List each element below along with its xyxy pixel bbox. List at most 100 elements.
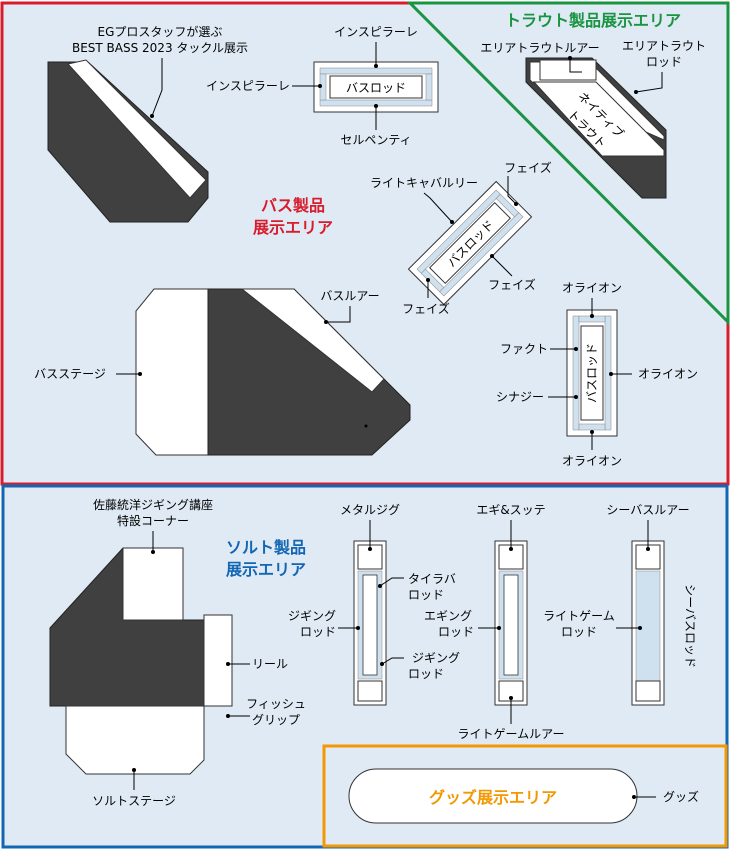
rack2-stripe-top — [416, 189, 501, 274]
rack3-stripe-bottom — [578, 423, 606, 431]
rack3-stripe-left — [572, 315, 580, 431]
trout-zone-title: トラウト製品展示エリア — [505, 11, 681, 30]
salt-zone-title-2: 展示エリア — [226, 560, 306, 579]
bass-lure-leader — [326, 306, 351, 323]
serpentine-label: セルペンティ — [340, 133, 411, 147]
salt-zone-title-1: ソルト製品 — [226, 538, 306, 557]
orion-right-label: オライオン — [638, 367, 698, 381]
rack1-stripe-right — [425, 73, 433, 101]
orion-bottom-dot — [590, 430, 594, 434]
light-game-rod-dot — [638, 626, 642, 630]
rack2-stripe-right — [495, 193, 520, 218]
light-game-lure-label: ライトゲームルアー — [458, 727, 565, 741]
jigging-rod-b-label-1: ジギング — [412, 651, 460, 665]
jigging-rod-a-label-2: ロッド — [300, 625, 336, 639]
tai-rubber-leader — [379, 577, 404, 587]
phase-bottom-label: フェイズ — [402, 301, 450, 316]
fish-grip-dot — [226, 714, 230, 718]
jigging-rod-b-dot — [380, 662, 384, 666]
phase-right-leader — [491, 255, 513, 277]
eg-staff-shelf — [67, 59, 207, 199]
salt-rack-1 — [353, 540, 387, 706]
orion-bottom-label: オライオン — [562, 454, 622, 468]
inspirare-top-dot — [374, 64, 378, 68]
salt-rack-3-bottom-box — [635, 680, 661, 702]
rack1-stripe-top — [319, 67, 433, 75]
light-game-rod-label-1: ライトゲーム — [543, 609, 615, 623]
salt-stage-label: ソルトステージ — [92, 794, 176, 808]
metal-jig-label: メタルジグ — [340, 503, 400, 517]
phase-top-dot — [514, 202, 518, 206]
eg-staff-leader — [151, 58, 163, 117]
area-trout-lure-stand — [539, 59, 597, 81]
orion-top-dot — [590, 314, 594, 318]
inspirare-top-label: インスピラーレ — [334, 25, 418, 39]
jigging-rod-a-dot — [356, 626, 360, 630]
bass-stage-label: バスステージ — [34, 367, 106, 381]
phase-top-leader — [507, 176, 517, 205]
rack3-center — [580, 325, 604, 421]
phase-bottom-dot — [426, 278, 430, 282]
fish-grip-label-2: グリップ — [252, 713, 300, 727]
bass-lure-table-mark — [364, 424, 368, 428]
light-cavalry-leader — [423, 192, 453, 223]
eg-staff-label-2: BEST BASS 2023 タックル展示 — [72, 41, 248, 55]
orion-top-label: オライオン — [562, 281, 622, 295]
salt-rack-3 — [631, 540, 665, 706]
orion-right-dot — [609, 372, 613, 376]
phase-top-label: フェイズ — [504, 160, 552, 175]
eg-staff-table — [47, 61, 209, 223]
salt-stage — [65, 705, 205, 775]
area-trout-rod-leader — [635, 72, 663, 93]
light-game-rod-label-2: ロッド — [561, 625, 597, 639]
egi-sutte-label: エギ&スッテ — [476, 503, 545, 517]
inspirare-left-dot — [318, 84, 322, 88]
area-trout-lure-dot — [568, 56, 572, 60]
jigging-rod-b-leader — [381, 657, 404, 665]
jigging-rod-b-label-2: ロッド — [408, 667, 444, 681]
salt-rack-2 — [494, 540, 528, 706]
fact-dot — [574, 347, 578, 351]
reel-stand — [203, 614, 233, 707]
eg-staff-dot — [150, 114, 154, 118]
jigging-rod-a-label-1: ジギング — [288, 609, 336, 623]
synergy-dot — [574, 395, 578, 399]
fish-grip-label-1: フィッシュ — [246, 697, 306, 711]
egging-rod-label-1: エギング — [424, 609, 472, 623]
area-trout-rod-dot — [634, 90, 638, 94]
salt-rack-3-body — [635, 570, 661, 682]
fact-label: ファクト — [500, 342, 548, 356]
light-cavalry-dot — [450, 220, 454, 224]
reel-label: リール — [252, 657, 288, 671]
bass-zone-title-2: 展示エリア — [253, 218, 333, 237]
light-cavalry-label: ライトキャバルリー — [370, 176, 478, 190]
bass-lure-label: バスルアー — [320, 289, 379, 303]
sato-dot — [151, 550, 155, 554]
goods-table — [348, 768, 638, 824]
rack2-stripe-bottom — [439, 212, 524, 297]
tai-rubber-dot — [378, 584, 382, 588]
goods-zone-title: グッズ展示エリア — [429, 788, 557, 807]
seabass-rod-label: シーバスロッド — [683, 584, 697, 668]
bass-stage-dot — [138, 372, 142, 376]
rack1-center — [329, 75, 423, 99]
bass-lure-shelf — [240, 288, 385, 393]
bass-rod-3-label: バスロッド — [585, 343, 599, 403]
seabass-lure-dot — [646, 547, 650, 551]
salt-rack-1-bottom-box — [357, 680, 383, 702]
phase-right-dot — [490, 254, 494, 258]
synergy-label: シナジー — [496, 390, 544, 404]
tai-rubber-label-2: ロッド — [408, 588, 444, 602]
bass-rod-1-label: バスロッド — [346, 81, 406, 95]
eg-staff-label-1: EGプロスタッフが選ぶ — [98, 24, 223, 39]
salt-stage-dot — [132, 768, 136, 772]
bass-rod-rack-2: バスロッド — [407, 180, 533, 306]
salt-rack-2-inner — [503, 574, 519, 676]
egi-sutte-dot — [509, 547, 513, 551]
salt-rack-1-inner — [362, 574, 378, 676]
trout-zone-border — [406, 1, 730, 326]
sato-label-1: 佐藤統洋ジギング講座 — [93, 497, 213, 512]
inspirare-left-label: インスピラーレ — [206, 79, 290, 93]
